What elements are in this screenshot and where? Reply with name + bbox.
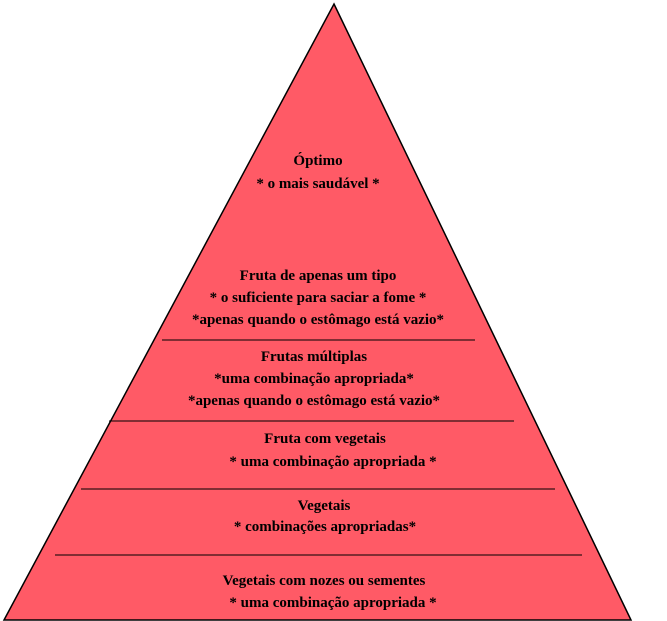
tier-fruta-tipo-line-3: *apenas quando o estômago está vazio* (192, 312, 444, 328)
tier-frutas-multiplas-line-2: *uma combinação apropriada* (214, 371, 414, 387)
tier-frutas-multiplas-line-3: *apenas quando o estômago está vazio* (188, 393, 440, 409)
tier-fruta-vegetais-line-2: * uma combinação apropriada * (229, 454, 436, 470)
tier-vegetais-nozes-title: Vegetais com nozes ou sementes (223, 573, 426, 589)
tier-optimo-subtitle: * o mais saudável * (256, 176, 379, 192)
tier-fruta-tipo-line-2: * o suficiente para saciar a fome * (210, 290, 427, 306)
pyramid-shape (2, 2, 633, 621)
tier-fruta-tipo-title: Fruta de apenas um tipo (240, 268, 397, 284)
tier-vegetais-line-2: * combinações apropriadas* (234, 519, 416, 535)
tier-optimo-title: Óptimo (293, 152, 342, 169)
tier-fruta-vegetais-title: Fruta com vegetais (264, 431, 386, 447)
tier-vegetais-nozes-line-2: * uma combinação apropriada * (229, 595, 436, 611)
tier-frutas-multiplas-title: Frutas múltiplas (261, 349, 367, 365)
tier-vegetais-title: Vegetais (298, 498, 351, 514)
